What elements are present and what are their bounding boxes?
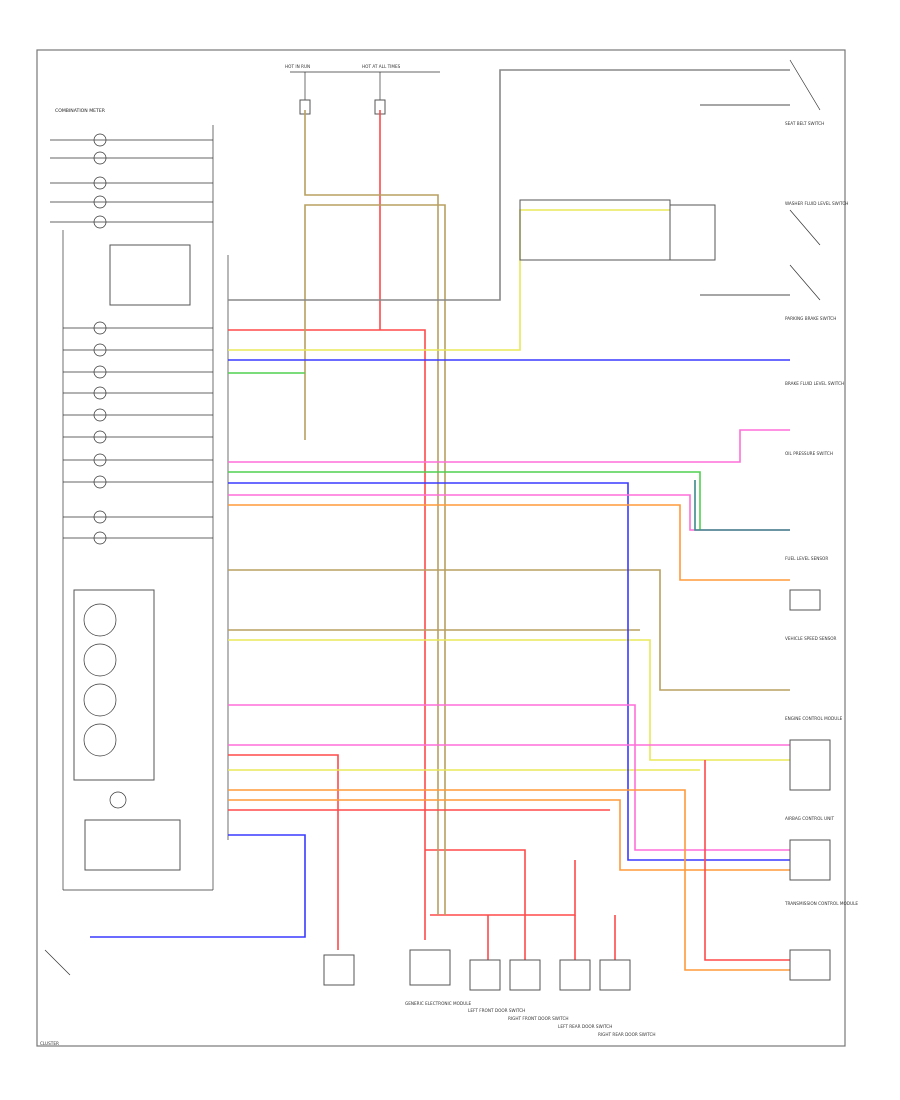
right-component-labels: SEAT BELT SWITCH WASHER FLUID LEVEL SWIT… xyxy=(784,121,858,906)
combination-meter-title: COMBINATION METER xyxy=(55,108,106,114)
comp-label-5: FUEL LEVEL SENSOR xyxy=(785,556,828,561)
indicator-bulbs xyxy=(50,133,213,545)
comp-label-4: OIL PRESSURE SWITCH xyxy=(785,451,833,456)
combination-meter: COMBINATION METER xyxy=(50,108,214,891)
comp-label-0: SEAT BELT SWITCH xyxy=(785,121,824,126)
comp-label-6: VEHICLE SPEED SENSOR xyxy=(785,636,837,641)
fuse-right-label: HOT AT ALL TIMES xyxy=(362,64,401,69)
footer-label: CLUSTER xyxy=(40,1041,59,1046)
wires xyxy=(90,69,790,971)
comp-label-2: PARKING BRAKE SWITCH xyxy=(785,316,836,321)
gauges xyxy=(73,589,155,781)
comp-label-9: TRANSMISSION CONTROL MODULE xyxy=(784,901,858,906)
comp-label-3: BRAKE FLUID LEVEL SWITCH xyxy=(785,381,844,386)
top-fuse-group: HOT IN RUN HOT AT ALL TIMES xyxy=(285,64,440,115)
diagram-frame xyxy=(36,49,846,1047)
bottom-label-0: GENERIC ELECTRONIC MODULE xyxy=(405,1001,472,1006)
right-components xyxy=(519,59,831,981)
bottom-label-1: LEFT FRONT DOOR SWITCH xyxy=(468,1008,525,1013)
comp-label-8: AIRBAG CONTROL UNIT xyxy=(785,816,834,821)
bottom-components: GENERIC ELECTRONIC MODULE LEFT FRONT DOO… xyxy=(44,949,656,1037)
bottom-label-4: RIGHT REAR DOOR SWITCH xyxy=(598,1032,656,1037)
comp-label-1: WASHER FLUID LEVEL SWITCH xyxy=(785,201,848,206)
comp-label-7: ENGINE CONTROL MODULE xyxy=(785,716,843,721)
bottom-label-2: RIGHT FRONT DOOR SWITCH xyxy=(508,1016,569,1021)
fuse-left-label: HOT IN RUN xyxy=(285,64,310,69)
bottom-label-3: LEFT REAR DOOR SWITCH xyxy=(558,1024,612,1029)
